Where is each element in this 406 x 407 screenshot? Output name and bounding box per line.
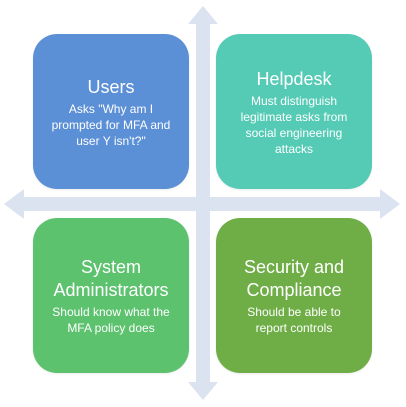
security-description: Should be able to report controls (247, 305, 341, 335)
security-title: Security and Compliance (243, 257, 345, 300)
horizontal-axis-shaft (20, 197, 386, 211)
sysadmin-quadrant: System Administrators Should know what t… (33, 218, 189, 373)
axis-arrow-right (380, 189, 400, 219)
users-title: Users (87, 77, 135, 97)
sysadmin-title: System Administrators (53, 257, 169, 300)
users-quadrant: Users Asks "Why am I prompted for MFA an… (33, 34, 189, 189)
axis-arrow-left (4, 189, 24, 219)
helpdesk-quadrant: Helpdesk Must distinguish legitimate ask… (216, 34, 372, 189)
helpdesk-title: Helpdesk (256, 69, 332, 89)
users-description: Asks "Why am I prompted for MFA and user… (51, 102, 171, 148)
axis-arrow-up (188, 6, 218, 24)
axis-arrow-down (188, 382, 218, 400)
sysadmin-description: Should know what the MFA policy does (52, 305, 170, 335)
helpdesk-description: Must distinguish legitimate asks from so… (240, 94, 348, 156)
security-quadrant: Security and Compliance Should be able t… (216, 218, 372, 373)
